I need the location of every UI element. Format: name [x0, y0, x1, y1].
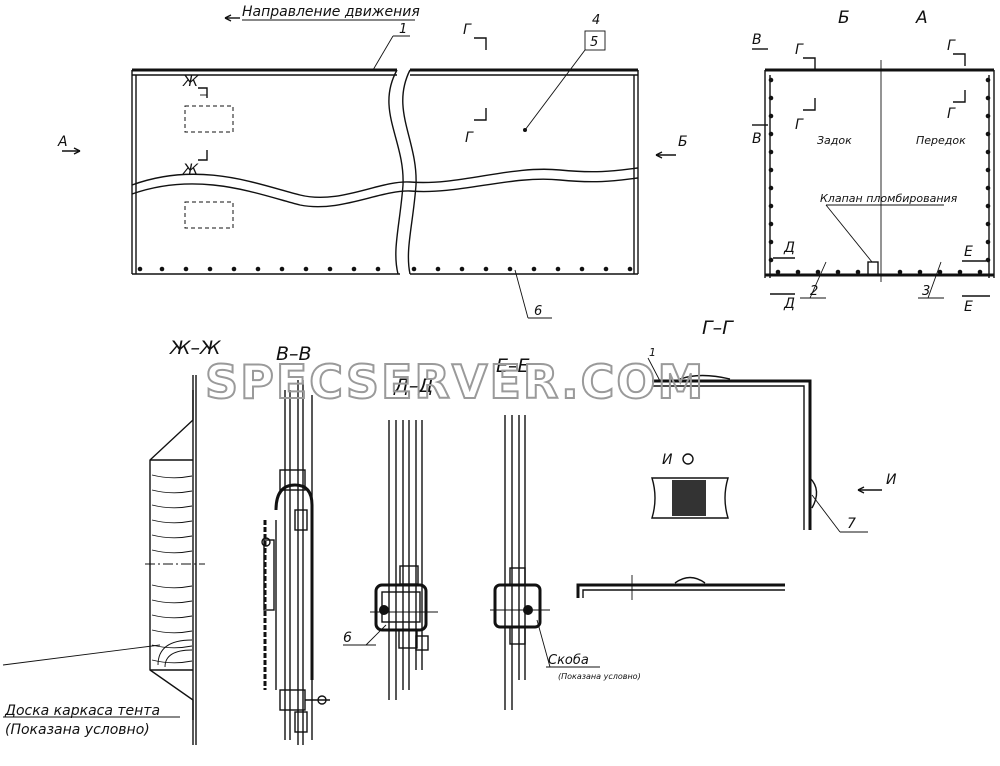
- callout-3: 3: [922, 284, 930, 299]
- rivet-row: [137, 266, 633, 272]
- section-v-mark-2: В: [752, 131, 762, 147]
- section-g-g: Г–Г 1 7 И И: [576, 317, 897, 600]
- section-e-e: Е–Е Скоба (Показана условно): [490, 355, 641, 710]
- section-g-mark-4: Г: [795, 117, 804, 133]
- title-zh: Ж–Ж: [169, 337, 222, 359]
- watermark: SPECSERVER.COM: [205, 355, 705, 409]
- section-zh-mark-1: Ж: [182, 74, 199, 90]
- rear-label: Задок: [817, 134, 852, 147]
- callout-1: 1: [399, 22, 407, 37]
- end-view: Б А К: [752, 8, 995, 315]
- view-a-left: А: [57, 134, 68, 150]
- callout-2: 2: [810, 284, 818, 299]
- callout-5: 5: [590, 35, 598, 50]
- section-v-v: В–В: [261, 343, 330, 745]
- section-d-mark-2: Д: [783, 296, 795, 312]
- view-i-rot-label: И: [662, 452, 673, 468]
- view-b-title: Б: [838, 8, 850, 28]
- seal-valve-label: Клапан пломбирования: [820, 192, 958, 205]
- section-e-mark-2: Е: [964, 299, 973, 315]
- callout-1-section: 1: [649, 346, 656, 359]
- section-e-mark-1: Е: [964, 244, 973, 260]
- bracket-label: Скоба: [548, 653, 589, 668]
- bracket-note: (Показана условно): [558, 672, 641, 681]
- section-g-mark-6: Г: [947, 106, 956, 122]
- callout-6-top: 6: [534, 304, 542, 319]
- view-b-right: Б: [678, 134, 688, 150]
- title-d: Д–Д: [393, 375, 433, 397]
- title-v: В–В: [276, 343, 312, 365]
- section-g-mark-2: Г: [465, 130, 474, 146]
- board-label-2: (Показана условно): [5, 722, 150, 738]
- section-zh-mark-2: Ж: [182, 162, 199, 178]
- view-i-label: И: [886, 472, 897, 488]
- rivet-column: [768, 77, 991, 275]
- view-a-title: А: [915, 8, 928, 28]
- section-g-mark-3: Г: [795, 42, 804, 58]
- front-label: Передок: [916, 134, 966, 147]
- section-d-mark-1: Д: [783, 240, 795, 256]
- section-v-mark-1: В: [752, 32, 762, 48]
- direction-label: Направление движения: [242, 4, 420, 20]
- board-label-1: Доска каркаса тента: [4, 703, 160, 719]
- callout-6-section: 6: [343, 630, 352, 646]
- title-g: Г–Г: [702, 317, 734, 339]
- section-d-d: Д–Д 6: [343, 375, 438, 700]
- side-view: Направление движения: [57, 4, 688, 319]
- section-zh-zh: Ж–Ж Доска каркаса тента (Показана условн…: [2, 337, 222, 745]
- callout-4: 4: [592, 13, 600, 28]
- callout-7: 7: [847, 516, 856, 532]
- title-e: Е–Е: [496, 355, 530, 377]
- section-g-mark-5: Г: [947, 38, 956, 54]
- section-g-mark-1: Г: [463, 22, 472, 38]
